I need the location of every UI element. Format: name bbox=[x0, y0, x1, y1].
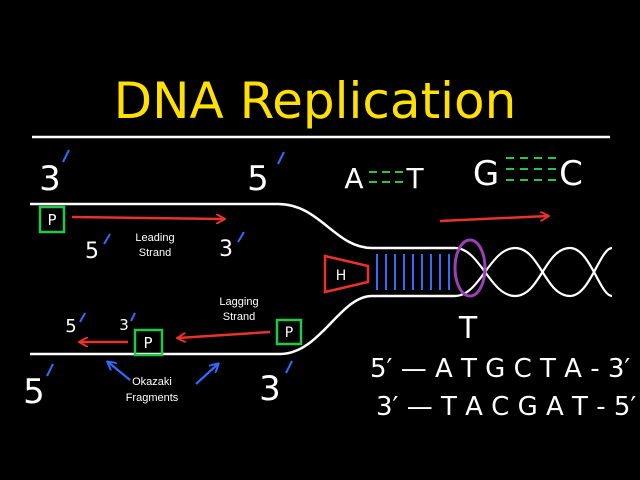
helicase-label: H bbox=[336, 268, 347, 284]
pair2-right-base: C bbox=[559, 154, 583, 194]
leading-finish-end-label: 3 bbox=[219, 237, 233, 262]
topoisomerase-ring-icon bbox=[453, 238, 487, 298]
lagging-frag-right-end-label: 3 bbox=[119, 316, 129, 334]
lagging-strand-label-line2: Strand bbox=[223, 311, 255, 323]
pair1-left-base: A bbox=[344, 162, 363, 195]
page-title: DNA Replication bbox=[114, 72, 517, 130]
prime-mark bbox=[79, 312, 86, 323]
leading-strand-arrow bbox=[71, 217, 224, 219]
triple-bond-dashes bbox=[506, 157, 556, 181]
lagging-fragment-arrow bbox=[178, 330, 271, 338]
primer-box-top bbox=[38, 205, 66, 234]
prime-mark bbox=[103, 233, 111, 245]
lagging-frag-left-end-label: 5 bbox=[65, 316, 76, 337]
okazaki-pointer-left bbox=[108, 362, 131, 381]
primer-label-okazaki: P bbox=[143, 334, 152, 352]
sequence-top: 5′ — A T G C T A - 3′ bbox=[370, 354, 630, 384]
prime-mark bbox=[62, 149, 70, 163]
primer-box-lagging bbox=[275, 318, 303, 346]
topoisomerase-label: T bbox=[458, 311, 478, 346]
sequence-bottom: 3′ — T A C G A T - 5′ bbox=[376, 392, 636, 422]
leading-strand-label-line2: Strand bbox=[139, 247, 171, 259]
prime-mark bbox=[277, 151, 285, 165]
leading-strand-label-line1: Leading bbox=[135, 232, 174, 244]
top-mid-end-label: 5 bbox=[247, 159, 269, 199]
okazaki-label-line2: Fragments bbox=[126, 392, 179, 404]
helicase-wedge-icon bbox=[323, 254, 370, 294]
okazaki-pointer-right bbox=[195, 364, 218, 385]
top-left-end-label: 3 bbox=[39, 159, 61, 199]
primer-label-lagging: P bbox=[285, 325, 293, 341]
double-bond-dashes bbox=[369, 171, 403, 183]
fork-direction-arrow bbox=[439, 216, 548, 223]
bottom-parent-strand bbox=[30, 294, 455, 356]
base-pair-rungs bbox=[376, 254, 450, 290]
prime-mark bbox=[285, 360, 293, 374]
bottom-left-end-label: 5 bbox=[23, 372, 45, 412]
top-parent-strand bbox=[30, 202, 455, 250]
prime-mark bbox=[46, 363, 54, 377]
primer-box-okazaki bbox=[133, 328, 164, 357]
pair2-left-base: G bbox=[473, 154, 499, 194]
pair1-right-base: T bbox=[405, 162, 424, 195]
leading-start-end-label: 5 bbox=[85, 239, 99, 264]
okazaki-label-line1: Okazaki bbox=[132, 376, 172, 388]
prime-mark bbox=[130, 312, 136, 322]
bottom-mid-end-label: 3 bbox=[259, 369, 281, 409]
prime-mark bbox=[237, 231, 245, 243]
lagging-strand-label-line1: Lagging bbox=[219, 296, 258, 308]
primer-label-top: P bbox=[47, 211, 56, 229]
